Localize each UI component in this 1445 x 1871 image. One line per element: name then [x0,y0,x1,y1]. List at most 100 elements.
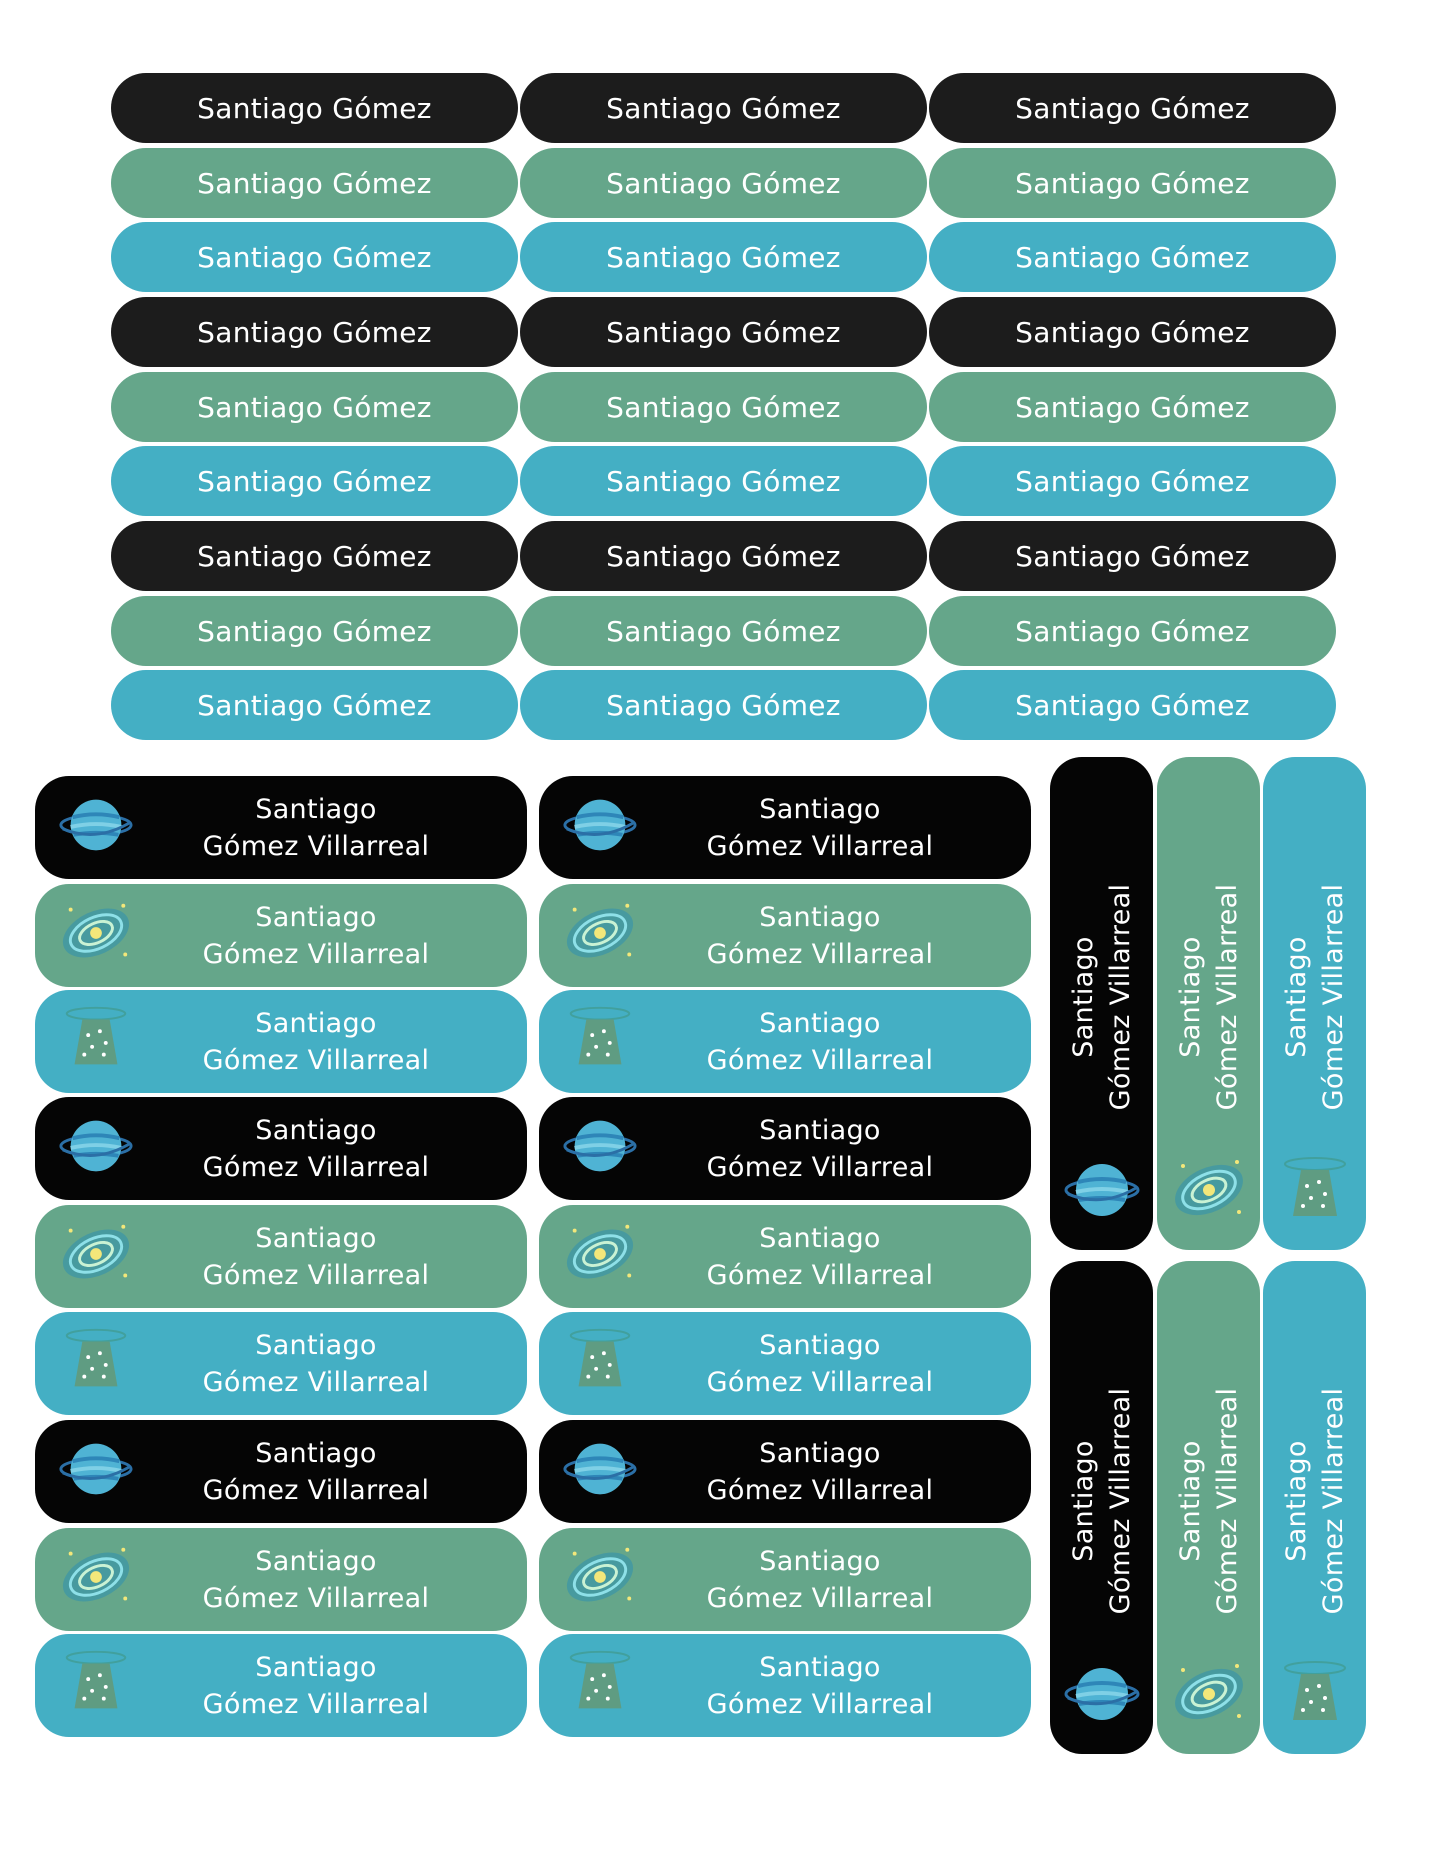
small-name-label: Santiago Gómez [111,148,518,218]
small-name-label: Santiago Gómez [520,670,927,740]
galaxy-icon [57,1215,135,1293]
small-name-label: Santiago Gómez [520,372,927,442]
small-name-label: Santiago Gómez [929,297,1336,367]
galaxy-icon [57,1538,135,1616]
small-name-label: Santiago Gómez [929,521,1336,591]
small-name-label: Santiago Gómez [111,222,518,292]
label-first-name: Santiago [759,793,881,825]
ufo-beam-icon [561,1322,639,1400]
small-name-label: Santiago Gómez [520,222,927,292]
label-last-names: Gómez Villarreal [202,830,430,862]
small-name-label: Santiago Gómez [929,222,1336,292]
label-name-text: Santiago Gómez [1015,240,1250,274]
label-last-names: Gómez Villarreal [706,830,934,862]
ufo-beam-icon [561,1000,639,1078]
label-last-names: Gómez Villarreal [1211,883,1243,1111]
label-first-name: Santiago [1067,936,1099,1058]
label-last-names: Gómez Villarreal [202,1366,430,1398]
label-name-text: Santiago Gómez [606,614,841,648]
label-name-text: Santiago Gómez [197,166,432,200]
label-name-text: Santiago Gómez [197,91,432,125]
label-last-names: Gómez Villarreal [202,1688,430,1720]
label-last-names: Gómez Villarreal [1317,1387,1349,1615]
label-last-names: Gómez Villarreal [706,1259,934,1291]
small-name-label: Santiago Gómez [520,596,927,666]
label-last-names: Gómez Villarreal [706,1582,934,1614]
label-name-text: Santiago Gómez [1015,539,1250,573]
small-name-label: Santiago Gómez [520,521,927,591]
label-last-names: Gómez Villarreal [706,1044,934,1076]
label-name-text: Santiago Gómez [606,166,841,200]
small-name-label: Santiago Gómez [111,446,518,516]
planet-icon [57,1107,135,1185]
label-name-text: Santiago Gómez [1015,688,1250,722]
planet-icon [561,1107,639,1185]
label-first-name: Santiago [255,1545,377,1577]
label-name-text: Santiago Gómez [606,240,841,274]
label-last-names: Gómez Villarreal [202,1151,430,1183]
small-name-label: Santiago Gómez [520,148,927,218]
planet-icon [57,786,135,864]
planet-icon [57,1430,135,1508]
label-first-name: Santiago [255,1007,377,1039]
label-first-name: Santiago [759,901,881,933]
label-first-name: Santiago [759,1545,881,1577]
label-first-name: Santiago [255,1329,377,1361]
small-name-label: Santiago Gómez [929,670,1336,740]
small-name-label: Santiago Gómez [929,596,1336,666]
label-last-names: Gómez Villarreal [1317,883,1349,1111]
label-first-name: Santiago [255,901,377,933]
galaxy-icon [1169,1150,1249,1230]
label-name-text: Santiago Gómez [606,464,841,498]
label-last-names: Gómez Villarreal [706,1151,934,1183]
label-first-name: Santiago [759,1114,881,1146]
label-name-text: Santiago Gómez [1015,315,1250,349]
label-first-name: Santiago [1174,1440,1206,1562]
small-name-label: Santiago Gómez [111,521,518,591]
label-name-text: Santiago Gómez [197,315,432,349]
small-name-label: Santiago Gómez [111,297,518,367]
label-first-name: Santiago [759,1651,881,1683]
label-first-name: Santiago [255,793,377,825]
galaxy-icon [1169,1654,1249,1734]
label-last-names: Gómez Villarreal [706,1688,934,1720]
label-last-names: Gómez Villarreal [1104,1387,1136,1615]
label-first-name: Santiago [255,1437,377,1469]
planet-icon [1062,1654,1142,1734]
planet-icon [561,1430,639,1508]
label-name-text: Santiago Gómez [197,240,432,274]
label-first-name: Santiago [1280,936,1312,1058]
label-last-names: Gómez Villarreal [1104,883,1136,1111]
label-first-name: Santiago [255,1222,377,1254]
planet-icon [1062,1150,1142,1230]
ufo-beam-icon [57,1322,135,1400]
